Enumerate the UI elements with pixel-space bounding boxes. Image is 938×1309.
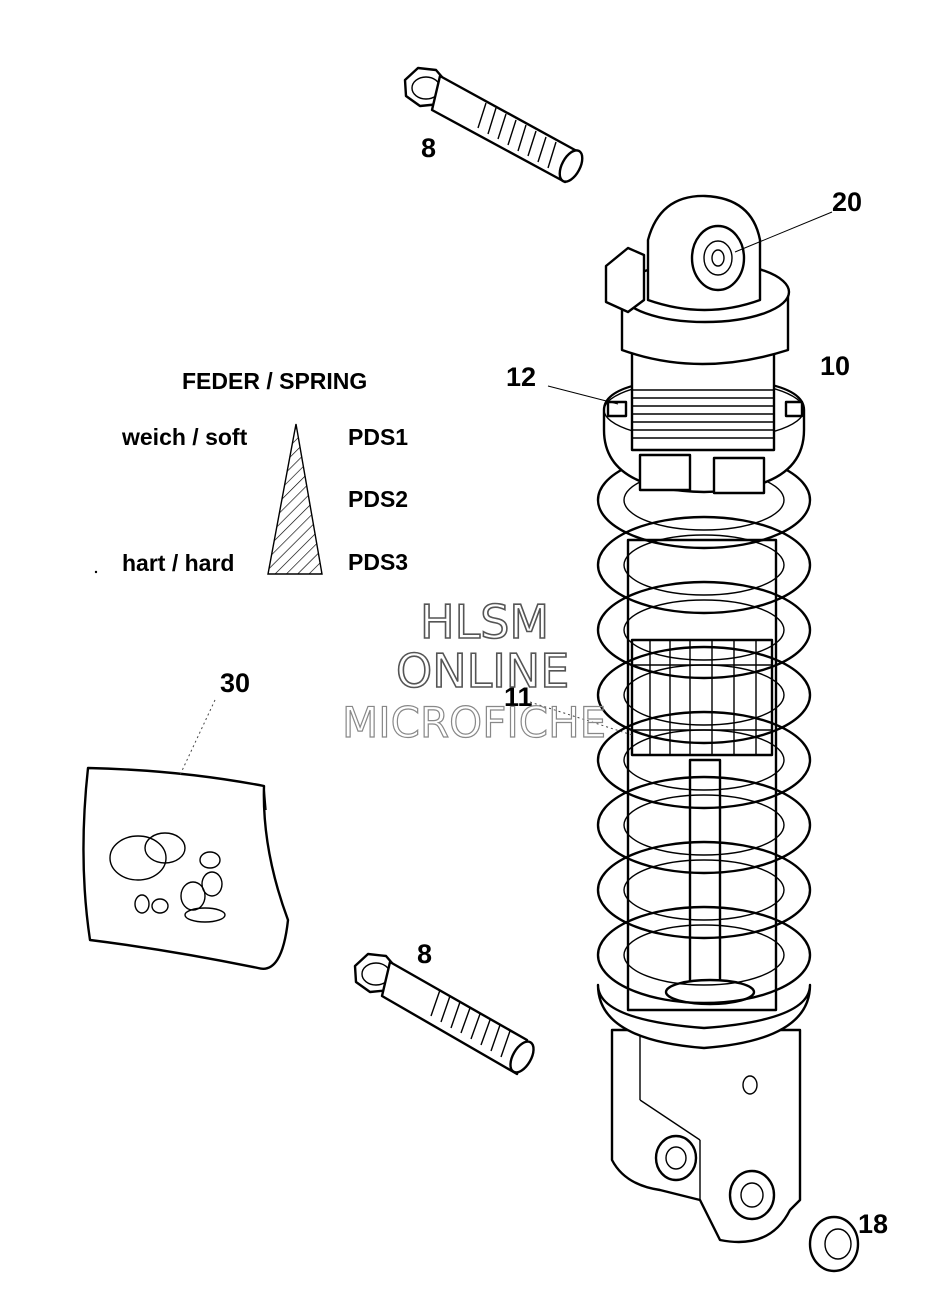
- spring-hardness-wedge: [267, 423, 323, 575]
- legend-title: FEDER / SPRING: [182, 368, 367, 394]
- stray-dot: [94, 570, 98, 574]
- bolt-top: [403, 66, 584, 184]
- legend-pds1: PDS1: [348, 424, 408, 450]
- small-bushing: [808, 1215, 860, 1273]
- legend-pds3: PDS3: [348, 549, 408, 575]
- callout-small-bushing: 18: [858, 1209, 888, 1239]
- watermark: HLSM ONLINE MICROFICHE: [341, 594, 606, 747]
- callout-body: 11: [504, 682, 533, 712]
- bolt-bottom: [353, 952, 535, 1076]
- watermark-line1: HLSM: [420, 595, 549, 649]
- callout-preload-ring: 12: [506, 362, 536, 392]
- legend-pds2: PDS2: [348, 486, 408, 512]
- watermark-line2: ONLINE: [396, 644, 569, 698]
- leader-lines: [179, 211, 833, 776]
- watermark-line3: MICROFICHE: [342, 698, 606, 747]
- callout-protector: 30: [220, 668, 250, 698]
- legend-soft: weich / soft: [121, 424, 248, 450]
- callout-bolt-top: 8: [421, 133, 436, 163]
- protector: [82, 766, 290, 970]
- shock-absorber: [596, 194, 812, 1244]
- callout-shock: 10: [820, 351, 850, 381]
- callout-bolt-bottom: 8: [417, 939, 432, 969]
- legend-hard: hart / hard: [122, 550, 234, 576]
- callout-eye-bushing: 20: [832, 187, 862, 217]
